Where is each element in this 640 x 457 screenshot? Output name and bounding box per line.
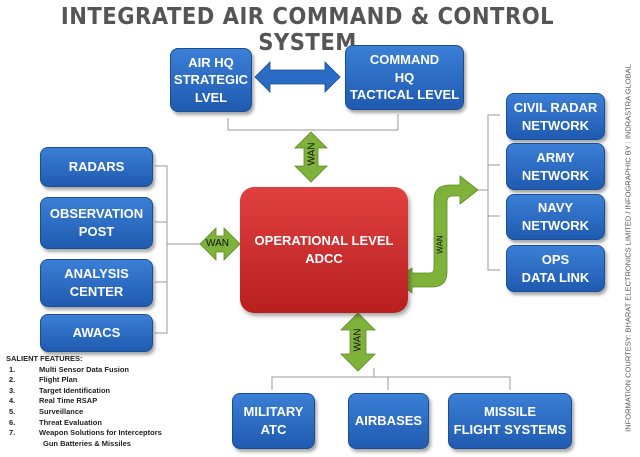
top-double-arrow [254,61,341,93]
army-network-box: ARMY NETWORK [506,143,605,190]
feature-item: 2. Flight Plan [6,375,162,386]
bottom-bracket [271,368,511,390]
feature-item: Gun Batteries & Missiles [6,439,162,450]
feature-number: 6. [9,417,16,427]
top-bracket [227,114,399,131]
feature-item: 6. Threat Evaluation [6,418,162,429]
feature-text: Gun Batteries & Missiles [43,438,131,448]
feature-text: Threat Evaluation [39,417,102,427]
wan-arrow-right [394,175,479,294]
wan-arrow-top [294,131,328,183]
radars-box: RADARS [40,147,153,187]
airbases-box: AIRBASES [348,393,429,449]
analysis-center-box: ANALYSIS CENTER [40,259,153,307]
feature-text: Flight Plan [39,375,78,385]
wan-label-top: WAN [306,142,318,166]
feature-item: 4. Real Time RSAP [6,396,162,407]
missile-flight-box: MISSILE FLIGHT SYSTEMS [448,393,572,449]
feature-item: 1. Multi Sensor Data Fusion [6,365,162,376]
military-atc-box: MILITARY ATC [232,393,315,449]
features-heading: SALIENT FEATURES: [6,354,83,363]
left-bracket [155,165,200,334]
feature-item: 7. Weapon Solutions for Interceptors [6,428,162,439]
right-bracket [475,114,500,271]
feature-number: 4. [9,396,16,406]
feature-number: 3. [9,385,16,395]
wan-arrow-bottom [340,312,376,372]
command-hq-box: COMMAND HQ TACTICAL LEVEL [345,45,464,110]
feature-text: Target Identification [39,385,111,395]
wan-label-right: WAN [435,235,445,254]
salient-features: SALIENT FEATURES: 1. Multi Sensor Data Fu… [6,354,162,449]
feature-text: Weapon Solutions for Interceptors [39,428,162,438]
observation-post-box: OBSERVATION POST [40,197,153,249]
feature-item: 3. Target Identification [6,386,162,397]
feature-number: 5. [9,406,16,416]
feature-number [6,439,43,450]
wan-label-left: WAN [206,238,229,249]
air-hq-box: AIR HQ STRATEGIC LVEL [170,48,252,112]
civil-radar-box: CIVIL RADAR NETWORK [506,93,605,140]
credit-text: INFORMATION COURTESY: BHARAT ELECTRONICS… [623,64,633,432]
ops-data-link-box: OPS DATA LINK [506,245,605,292]
wan-label-bottom: WAN [352,328,364,352]
feature-item: 5. Surveillance [6,407,162,418]
navy-network-box: NAVY NETWORK [506,194,605,240]
feature-text: Surveillance [39,406,84,416]
feature-number: 1. [9,364,16,374]
feature-text: Multi Sensor Data Fusion [39,364,130,374]
feature-text: Real Time RSAP [39,396,98,406]
awacs-box: AWACS [40,314,153,352]
page-title: INTEGRATED AIR COMMAND & CONTROL SYSTEM [60,4,555,56]
feature-number: 7. [9,428,16,438]
adcc-box: OPERATIONAL LEVEL ADCC [240,187,408,313]
feature-number: 2. [9,375,16,385]
